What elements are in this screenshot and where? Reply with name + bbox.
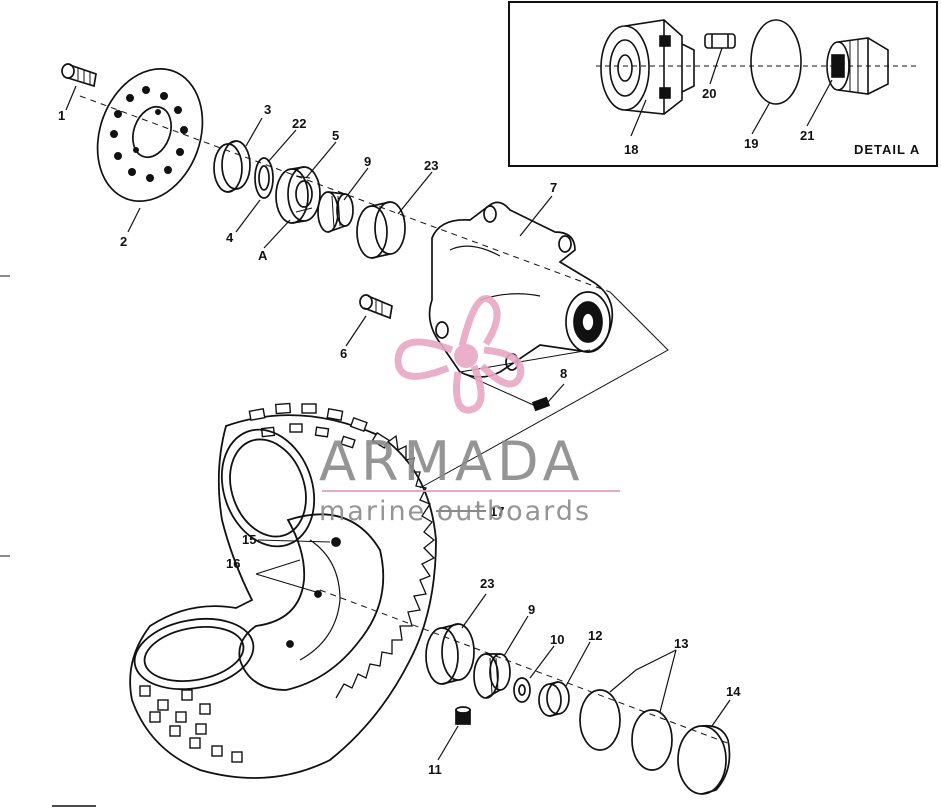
tire-tread (139, 402, 391, 763)
callout-11: 11 (428, 762, 442, 777)
rim-outer-bead (220, 428, 316, 548)
part-9-cone-bearing (317, 191, 354, 233)
callout-19: 19 (744, 136, 758, 151)
callout-3: 3 (264, 102, 271, 117)
lower-hub-parts (0, 275, 731, 807)
part-18-drum (600, 19, 695, 115)
part-8-fitting (531, 396, 551, 412)
detail-a-panel (508, 1, 938, 167)
part-14-dust-cap (677, 724, 731, 795)
callout-17: 17 (490, 504, 504, 519)
part-23-lower-race (425, 623, 475, 685)
part-10-washer (513, 677, 531, 703)
part-19-ring (750, 19, 802, 105)
callout-2: 2 (120, 234, 127, 249)
part-2-brake-disc (96, 68, 204, 202)
callout-21: 21 (800, 128, 814, 143)
tire-serration (335, 434, 436, 699)
callout-23: 23 (424, 158, 438, 173)
armada-watermark: ARMADA marine outboards (319, 295, 620, 527)
part-5-bearing (275, 166, 321, 224)
part-23-race (356, 201, 406, 259)
part-12-castle-nut (538, 681, 570, 717)
part-3-seal (213, 140, 251, 193)
watermark-rule (322, 490, 620, 492)
part-16-rim-half (238, 513, 385, 691)
callout-6: 6 (340, 346, 347, 361)
callout-labels: 1 2 3 22 4 A 5 9 23 7 6 8 17 15 16 23 9 … (58, 86, 920, 777)
callout-14: 14 (726, 684, 741, 699)
callout-10: 10 (550, 632, 564, 647)
part-13-seal-rings (579, 689, 673, 771)
part-9-lower-cone (473, 653, 511, 699)
callout-23-lower: 23 (480, 576, 494, 591)
callout-13: 13 (674, 636, 688, 651)
part-11-valve (455, 706, 471, 725)
callout-4: 4 (226, 230, 234, 245)
upper-hub-assembly (61, 63, 669, 489)
callout-15: 15 (242, 532, 256, 547)
part-21-cap-nut (826, 37, 889, 95)
callout-16: 16 (226, 556, 240, 571)
part-1-bolt (61, 63, 97, 88)
callout-9: 9 (364, 154, 371, 169)
part-6-bolt (359, 294, 393, 320)
callout-8: 8 (560, 366, 567, 381)
propeller-logo-icon (394, 295, 525, 414)
watermark-title: ARMADA (319, 430, 585, 493)
callout-9-lower: 9 (528, 602, 535, 617)
callout-7: 7 (550, 180, 557, 195)
wheel-tire-assembly (129, 402, 486, 779)
callout-22: 22 (292, 116, 306, 131)
callout-20: 20 (702, 86, 716, 101)
watermark-subtitle: marine outboards (319, 496, 591, 527)
callout-18: 18 (624, 142, 638, 157)
callout-12: 12 (588, 628, 602, 643)
callout-5: 5 (332, 128, 339, 143)
callout-a: A (258, 248, 268, 263)
detail-a-caption: DETAIL A (854, 142, 920, 157)
part-20-pin (704, 33, 736, 49)
part-17-tire (129, 414, 437, 779)
part-22-spacer (254, 157, 274, 199)
callout-1: 1 (58, 108, 65, 123)
